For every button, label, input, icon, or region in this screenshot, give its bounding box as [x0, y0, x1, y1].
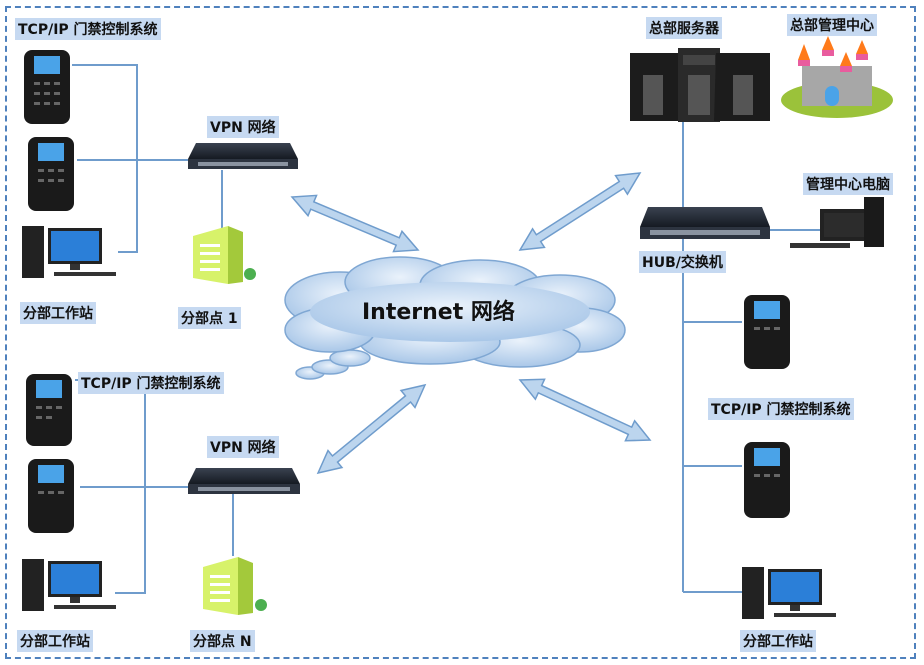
- label-workstation-left-bottom: 分部工作站: [17, 630, 93, 652]
- internet-label: Internet 网络: [362, 300, 515, 325]
- card-reader-icon: [24, 50, 70, 124]
- server-icon: [630, 48, 770, 122]
- card-reader-icon: [26, 374, 72, 446]
- label-workstation-left-top: 分部工作站: [20, 302, 96, 324]
- vpn-switch-icon: [188, 468, 300, 494]
- mgmt-pc-icon: [790, 197, 884, 248]
- card-reader-icon: [744, 442, 790, 518]
- label-mgmt-pc: 管理中心电脑: [803, 173, 893, 195]
- label-access-right: TCP/IP 门禁控制系统: [708, 398, 854, 420]
- branch-building-icon: [203, 557, 267, 615]
- dashed-border: [5, 6, 916, 659]
- double-arrow-icon: [290, 194, 420, 253]
- label-access-left-bottom: TCP/IP 门禁控制系统: [78, 372, 224, 394]
- label-hub: HUB/交换机: [639, 251, 726, 273]
- branch-building-icon: [193, 226, 256, 284]
- label-vpn-top: VPN 网络: [207, 116, 279, 138]
- label-hq-center: 总部管理中心: [787, 14, 877, 36]
- label-branch-n: 分部点 N: [190, 630, 255, 652]
- card-reader-icon: [744, 295, 790, 369]
- cloud-shape: [284, 256, 626, 380]
- label-branch-1: 分部点 1: [178, 307, 241, 329]
- double-arrow-icon: [518, 378, 652, 442]
- double-arrow-icon: [518, 172, 642, 251]
- workstation-pc-icon: [742, 567, 836, 619]
- workstation-pc-icon: [22, 226, 116, 278]
- card-reader-icon: [28, 459, 74, 533]
- double-arrow-icon: [316, 383, 427, 475]
- label-workstation-right: 分部工作站: [740, 630, 816, 652]
- label-hq-server: 总部服务器: [646, 17, 722, 39]
- card-reader-icon: [28, 137, 74, 211]
- label-access-left-top: TCP/IP 门禁控制系统: [15, 18, 161, 40]
- hub-switch-icon: [640, 207, 770, 239]
- label-vpn-bottom: VPN 网络: [207, 436, 279, 458]
- hq-castle-icon: [781, 36, 893, 118]
- vpn-switch-icon: [188, 143, 298, 169]
- workstation-pc-icon: [22, 559, 116, 611]
- arrows: [290, 172, 652, 475]
